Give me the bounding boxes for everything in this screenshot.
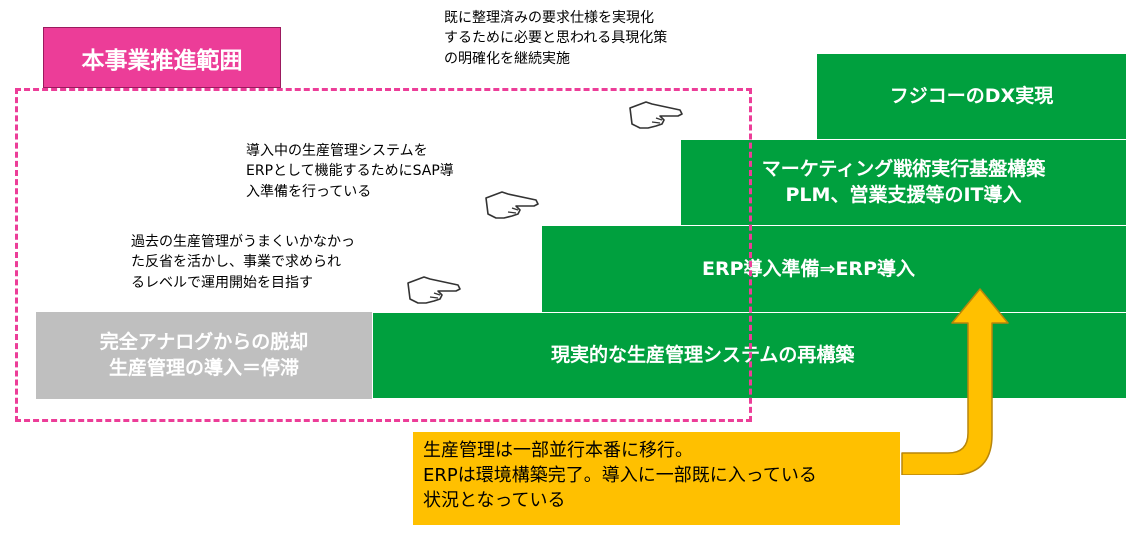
gray-box-line1: 完全アナログからの脱却 — [99, 330, 309, 353]
gray-box-line2: 生産管理の導入＝停滞 — [108, 356, 299, 379]
step-3-label-line2: PLM、営業支援等のIT導入 — [785, 184, 1022, 206]
note-top-line2: するために必要と思われる具現化策 — [444, 30, 668, 47]
step-4-dx-realization: フジコーのDX実現 — [816, 53, 1127, 141]
step-2-label: ERP導入準備⇒ERP導入 — [702, 257, 915, 280]
analog-exit-box: 完全アナログからの脱却 生産管理の導入＝停滞 — [36, 312, 372, 399]
note-top-line1: 既に整理済みの要求仕様を実現化 — [444, 10, 654, 26]
step-3-marketing-platform: マーケティング戦術実行基盤構築 PLM、営業支援等のIT導入 — [680, 139, 1127, 227]
scope-dashed-border — [15, 88, 752, 422]
pointing-hand-icon — [407, 276, 461, 304]
status-line2: ERPは環境構築完了。導入に一部既に入っている — [423, 465, 817, 487]
step-4-label: フジコーのDX実現 — [889, 85, 1054, 108]
note-lower-line2: た反省を活かし、事業で求められ — [131, 254, 341, 271]
pointing-hand-icon — [485, 191, 539, 219]
note-lower-line3: るレベルで運用開始を目指す — [131, 274, 313, 291]
step-1-label: 現実的な生産管理システムの再構築 — [551, 343, 855, 366]
up-arrow-icon — [901, 288, 1009, 475]
note-middle-line2: ERPとして機能するためにSAP導 — [246, 163, 454, 180]
status-line3: 状況となっている — [423, 490, 566, 512]
step-2-erp-introduction: ERP導入準備⇒ERP導入 — [541, 225, 1127, 314]
note-top: 既に整理済みの要求仕様を実現化 するために必要と思われる具現化策 の明確化を継続… — [444, 8, 667, 69]
note-middle-line1: 導入中の生産管理システムを — [246, 143, 428, 159]
scope-title: 本事業推進範囲 — [43, 27, 281, 88]
note-lower-line1: 過去の生産管理がうまくいかなかっ — [131, 234, 355, 250]
status-box: 生産管理は一部並行本番に移行。 ERPは環境構築完了。導入に一部既に入っている … — [413, 432, 900, 525]
note-top-line3: の明確化を継続実施 — [444, 50, 570, 67]
note-middle-line3: 入準備を行っている — [246, 183, 372, 200]
note-middle: 導入中の生産管理システムを ERPとして機能するためにSAP導 入準備を行ってい… — [246, 141, 454, 202]
step-3-label-line1: マーケティング戦術実行基盤構築 — [761, 158, 1046, 181]
status-line1: 生産管理は一部並行本番に移行。 — [423, 440, 693, 461]
pointing-hand-icon — [629, 101, 683, 129]
scope-title-text: 本事業推進範囲 — [81, 47, 243, 74]
note-lower: 過去の生産管理がうまくいかなかっ た反省を活かし、事業で求められ るレベルで運用… — [131, 232, 355, 293]
